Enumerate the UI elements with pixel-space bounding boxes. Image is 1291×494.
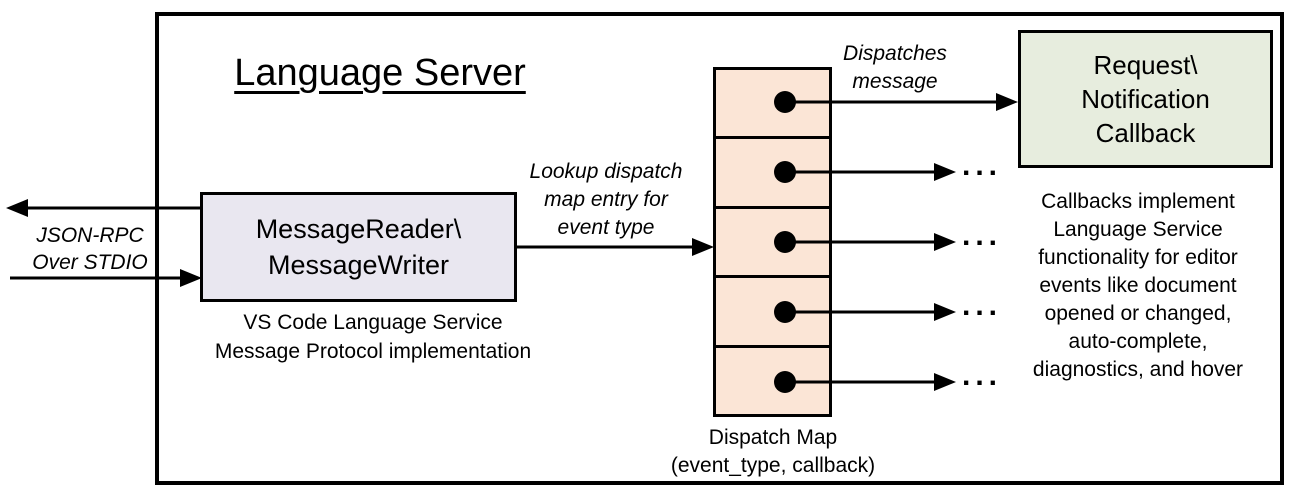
lookup-annotation-line1: Lookup dispatch bbox=[529, 160, 683, 183]
lookup-annotation: Lookup dispatch map entry for event type bbox=[500, 158, 712, 242]
message-box-line1: MessageReader\ bbox=[255, 214, 462, 244]
dispatch-map-table bbox=[713, 67, 832, 417]
dispatches-annotation-line2: message bbox=[852, 70, 938, 93]
callbacks-note-line: Callbacks implement bbox=[1041, 190, 1235, 213]
callback-box-line2: Notification bbox=[1081, 84, 1210, 114]
dispatches-annotation-line1: Dispatches bbox=[843, 42, 947, 65]
io-channel-label: JSON-RPC Over STDIO bbox=[15, 222, 165, 276]
io-channel-label-line1: JSON-RPC bbox=[36, 224, 144, 247]
callbacks-note-line: opened or changed, bbox=[1044, 302, 1232, 325]
dispatch-map-cell bbox=[716, 139, 829, 209]
language-server-boundary-box bbox=[155, 12, 1284, 485]
message-reader-writer-box: MessageReader\ MessageWriter bbox=[200, 192, 517, 302]
dispatch-map-cell bbox=[716, 278, 829, 348]
ellipsis-row5: ... bbox=[962, 359, 1003, 392]
callback-box-line1: Request\ bbox=[1093, 50, 1198, 80]
dispatch-map-label: Dispatch Map (event_type, callback) bbox=[637, 424, 909, 480]
message-box-caption-line1: VS Code Language Service bbox=[243, 311, 503, 334]
diagram-title: Language Server bbox=[234, 52, 526, 94]
callback-box-line3: Callback bbox=[1095, 118, 1196, 148]
dispatch-map-cell bbox=[716, 70, 829, 140]
message-box-caption: VS Code Language Service Message Protoco… bbox=[168, 308, 578, 366]
message-box-line2: MessageWriter bbox=[267, 250, 450, 280]
dispatch-map-label-line2: (event_type, callback) bbox=[670, 454, 876, 477]
ellipsis-row2: ... bbox=[962, 149, 1003, 182]
callbacks-note-line: diagnostics, and hover bbox=[1032, 358, 1244, 381]
message-box-caption-line2: Message Protocol implementation bbox=[214, 340, 532, 363]
callbacks-note-line: auto-complete, bbox=[1068, 330, 1208, 353]
dispatches-annotation: Dispatches message bbox=[826, 40, 964, 96]
callbacks-note-line: events like document bbox=[1039, 274, 1237, 297]
ellipsis-row3: ... bbox=[962, 219, 1003, 252]
callbacks-note-line: Language Service bbox=[1053, 218, 1223, 241]
dispatch-map-cell bbox=[716, 348, 829, 414]
ellipsis-row4: ... bbox=[962, 289, 1003, 322]
lookup-annotation-line3: event type bbox=[557, 216, 655, 239]
io-channel-label-line2: Over STDIO bbox=[32, 251, 148, 274]
dispatch-map-cell bbox=[716, 209, 829, 279]
request-notification-callback-box: Request\ Notification Callback bbox=[1018, 30, 1273, 168]
dispatch-map-label-line1: Dispatch Map bbox=[708, 426, 838, 449]
lookup-annotation-line2: map entry for bbox=[544, 188, 668, 211]
callbacks-note: Callbacks implement Language Service fun… bbox=[993, 188, 1283, 384]
callbacks-note-line: functionality for editor bbox=[1038, 246, 1238, 269]
